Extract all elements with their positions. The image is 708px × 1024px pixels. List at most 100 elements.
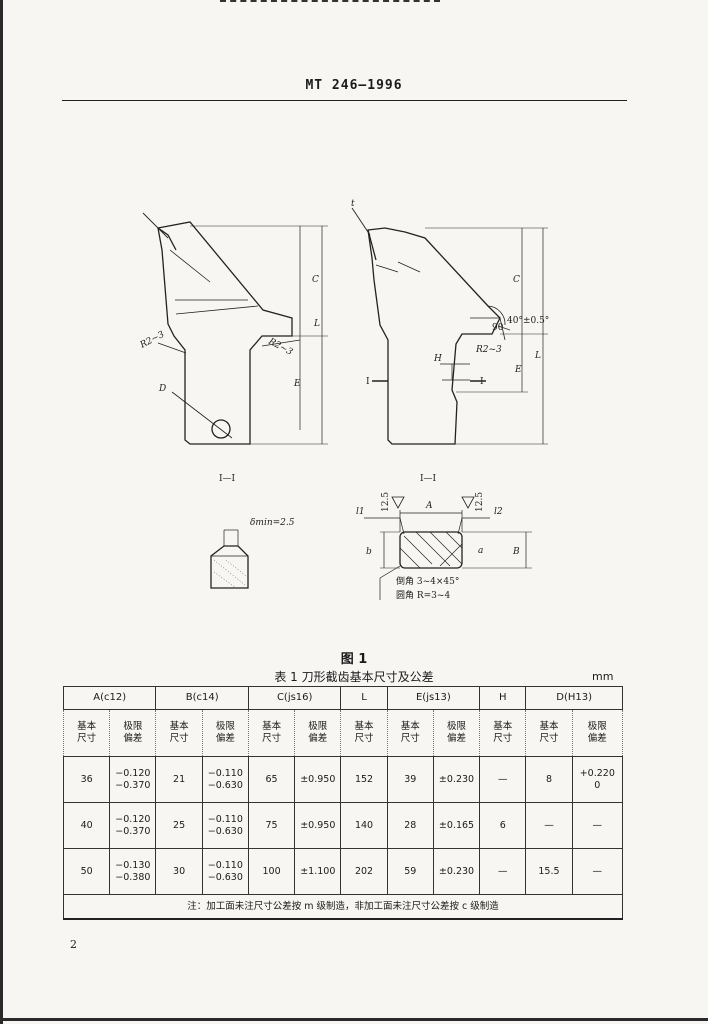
table-unit: mm xyxy=(592,670,614,683)
label-section-left: I—I xyxy=(219,474,236,484)
table-cell: ±0.950 xyxy=(294,802,342,849)
label-l2: l2 xyxy=(494,507,503,517)
table-subheader-row: 基本尺寸 极限偏差 基本尺寸 极限偏差 基本尺寸 极限偏差 基本尺寸 基本尺寸 … xyxy=(62,709,624,757)
table-cell: ±0.165 xyxy=(432,802,481,849)
figure-caption: 图 1 xyxy=(340,652,368,667)
label-dim-c-left: C xyxy=(312,275,319,285)
label-r-right: R2~3 xyxy=(266,336,295,358)
label-dim-c-right: C xyxy=(513,275,520,285)
table-row: 36 −0.120−0.370 21 −0.110−0.630 65 ±0.95… xyxy=(62,756,624,803)
group-header-b: B(c14) xyxy=(155,686,249,710)
label-dim-a-upper: A xyxy=(425,501,433,511)
table-cell: — xyxy=(571,848,624,895)
label-dim-b-lower: b xyxy=(366,547,372,557)
table-cell: 25 xyxy=(155,802,203,849)
standard-number: MT 246—1996 xyxy=(305,78,403,93)
table-cell: 28 xyxy=(386,802,434,849)
table-cell: 15.5 xyxy=(525,848,573,895)
label-l1: l1 xyxy=(356,507,365,517)
label-angle: 40°±0.5° xyxy=(507,316,549,326)
group-header-a: A(c12) xyxy=(62,686,157,710)
table-cell: 6 xyxy=(479,802,527,849)
table-cell: 65 xyxy=(247,756,296,803)
table-cell: — xyxy=(571,802,624,849)
table-cell: 202 xyxy=(340,848,388,895)
label-dim-e-left: E xyxy=(293,379,301,389)
label-note-fillet: 圆角 R=3~4 xyxy=(396,589,450,601)
table-cell: ±1.100 xyxy=(294,848,342,895)
table-cell: 50 xyxy=(62,848,111,895)
table-cell: −0.110−0.630 xyxy=(201,756,249,803)
subheader-cell: 基本尺寸 xyxy=(525,709,573,757)
table-row: 40 −0.120−0.370 25 −0.110−0.630 75 ±0.95… xyxy=(62,802,624,849)
subheader-cell: 基本尺寸 xyxy=(479,709,527,757)
subheader-cell: 极限偏差 xyxy=(432,709,481,757)
label-dim-e-right: E xyxy=(514,365,522,375)
group-header-e: E(js13) xyxy=(386,686,481,710)
table-cell: 100 xyxy=(247,848,296,895)
label-note-chamfer: 倒角 3~4×45° xyxy=(396,575,459,587)
label-dim-l-left: L xyxy=(313,319,320,329)
table-cell: — xyxy=(479,848,527,895)
label-roughness-left: 12.5 xyxy=(381,492,391,512)
label-dim-a-lower: a xyxy=(478,546,483,556)
table-cell: −0.130−0.380 xyxy=(109,848,157,895)
label-r-left: R2~3 xyxy=(138,330,167,352)
subheader-cell: 基本尺寸 xyxy=(62,709,111,757)
dimension-table: A(c12) B(c14) C(js16) L E(js13) H D(H13)… xyxy=(62,686,624,920)
subheader-cell: 基本尺寸 xyxy=(340,709,388,757)
label-roughness-right: 12.5 xyxy=(475,492,485,512)
subheader-cell: 极限偏差 xyxy=(109,709,157,757)
label-dim-b-upper: B xyxy=(512,547,520,557)
table-cell: 8 xyxy=(525,756,573,803)
table-cell: ±0.950 xyxy=(294,756,342,803)
figure-drawing: R2~3 R2~3 C L E D t C L E H 40°±0.5° 90 … xyxy=(138,199,549,601)
right-view xyxy=(351,207,548,445)
label-r-third: R2~3 xyxy=(475,345,502,355)
table-note: 注：加工面未注尺寸公差按 m 级制造，非加工面未注尺寸公差按 c 级制造 xyxy=(63,894,623,920)
table-cell: 40 xyxy=(62,802,111,849)
label-dim-h: H xyxy=(433,354,442,364)
table-cell: — xyxy=(479,756,527,803)
label-dim-l-right: L xyxy=(534,351,541,361)
table-cell: −0.120−0.370 xyxy=(109,756,157,803)
table-cell: ±0.230 xyxy=(432,848,481,895)
table-cell: 36 xyxy=(62,756,111,803)
table-cell: 39 xyxy=(386,756,434,803)
table-cell: −0.110−0.630 xyxy=(201,848,249,895)
group-header-l: L xyxy=(340,686,388,710)
scan-top-border xyxy=(220,0,440,2)
table-cell: 59 xyxy=(386,848,434,895)
group-header-c: C(js16) xyxy=(247,686,342,710)
right-section xyxy=(364,496,532,600)
table-cell: ±0.230 xyxy=(432,756,481,803)
table-cell: 152 xyxy=(340,756,388,803)
page-number: 2 xyxy=(70,938,77,951)
table-cell: 75 xyxy=(247,802,296,849)
scan-bottom-edge xyxy=(0,1018,708,1021)
subheader-cell: 基本尺寸 xyxy=(386,709,434,757)
subheader-cell: 极限偏差 xyxy=(294,709,342,757)
label-point-d: D xyxy=(158,384,166,394)
left-view xyxy=(142,212,328,445)
left-section xyxy=(210,529,249,589)
table-title: 表 1 刀形截齿基本尺寸及公差 xyxy=(274,670,434,684)
table-cell: — xyxy=(525,802,573,849)
table-cell: −0.110−0.630 xyxy=(201,802,249,849)
table-group-header-row: A(c12) B(c14) C(js16) L E(js13) H D(H13) xyxy=(62,686,623,710)
group-header-d: D(H13) xyxy=(525,686,623,710)
table-cell: 21 xyxy=(155,756,203,803)
header-rule xyxy=(62,100,627,101)
table-cell: 30 xyxy=(155,848,203,895)
subheader-cell: 极限偏差 xyxy=(201,709,249,757)
table-cell: 140 xyxy=(340,802,388,849)
label-section-right: I—I xyxy=(420,474,437,484)
table-note-row: 注：加工面未注尺寸公差按 m 级制造，非加工面未注尺寸公差按 c 级制造 xyxy=(63,894,623,920)
subheader-cell: 极限偏差 xyxy=(571,709,624,757)
scan-left-edge xyxy=(0,0,3,1024)
group-header-h: H xyxy=(479,686,527,710)
label-cut-left: I xyxy=(366,377,370,387)
label-point-t: t xyxy=(351,199,355,209)
subheader-cell: 基本尺寸 xyxy=(247,709,296,757)
